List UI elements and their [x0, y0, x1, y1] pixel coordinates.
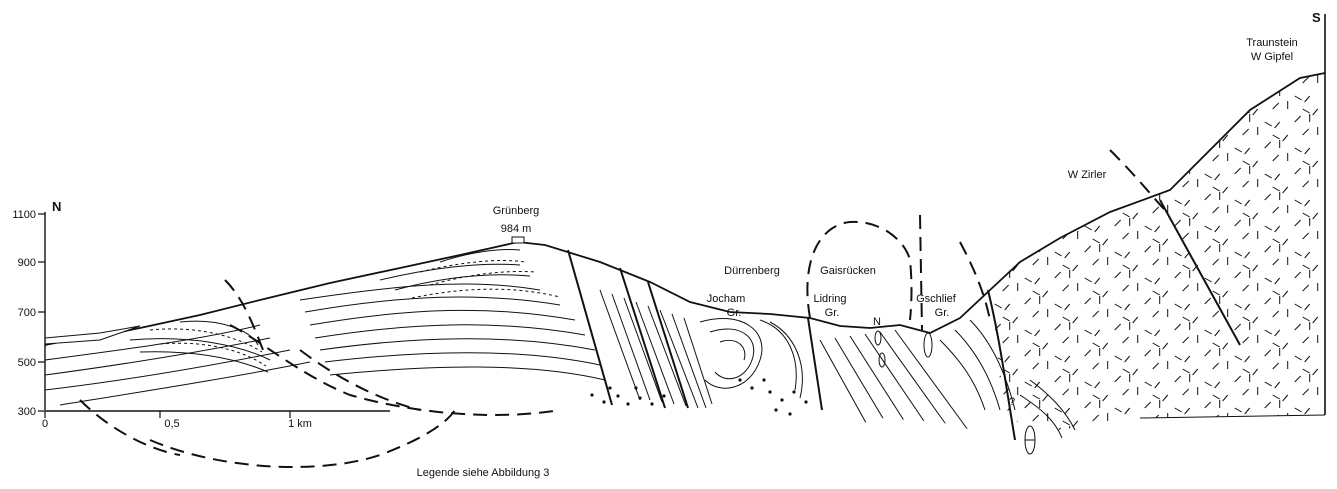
- label-duerrenberg: Dürrenberg: [724, 265, 780, 277]
- elevation-axis: [38, 212, 45, 411]
- north-label: N: [52, 199, 61, 214]
- summit-marker: [512, 237, 524, 243]
- label-gschlief: Gschlief: [916, 293, 957, 305]
- bedding-lines: [45, 250, 1075, 439]
- label-jocham: Jocham: [707, 293, 746, 305]
- south-label: S: [1312, 10, 1321, 25]
- scale-1km: 1 km: [288, 418, 312, 430]
- label-n-marker: N: [873, 316, 881, 328]
- label-lidring: Lidring: [813, 293, 846, 305]
- label-lidring-gr: Gr.: [825, 307, 840, 319]
- label-gschlief-gr: Gr.: [935, 307, 950, 319]
- lenses: [875, 331, 1035, 454]
- summit-elevation: 984 m: [501, 223, 532, 235]
- tick-500: 500: [18, 357, 36, 369]
- conglomerate-dots: [590, 378, 807, 415]
- legend-caption: Legende siehe Abbildung 3: [417, 467, 550, 479]
- label-question: ?: [1009, 396, 1015, 408]
- tick-700: 700: [18, 307, 36, 319]
- tick-900: 900: [18, 257, 36, 269]
- label-traunstein: Traunstein: [1246, 37, 1298, 49]
- limestone-pattern: [0, 0, 31, 20]
- tick-300: 300: [18, 406, 36, 418]
- summit-name: Grünberg: [493, 205, 539, 217]
- label-jocham-gr: Gr.: [727, 307, 742, 319]
- projected-structures: [80, 150, 1165, 467]
- tick-1100: 1100: [12, 209, 36, 221]
- scale-0: 0: [42, 418, 48, 430]
- faults: [568, 200, 1240, 440]
- label-w-gipfel: W Gipfel: [1251, 51, 1293, 63]
- sandstone-bands: [150, 260, 560, 366]
- label-gaisruecken: Gaisrücken: [820, 265, 876, 277]
- scale-0-5: 0,5: [164, 418, 179, 430]
- terrain-surface: [45, 73, 1325, 345]
- label-w-zirler: W Zirler: [1068, 169, 1107, 181]
- alluvium: [45, 326, 140, 344]
